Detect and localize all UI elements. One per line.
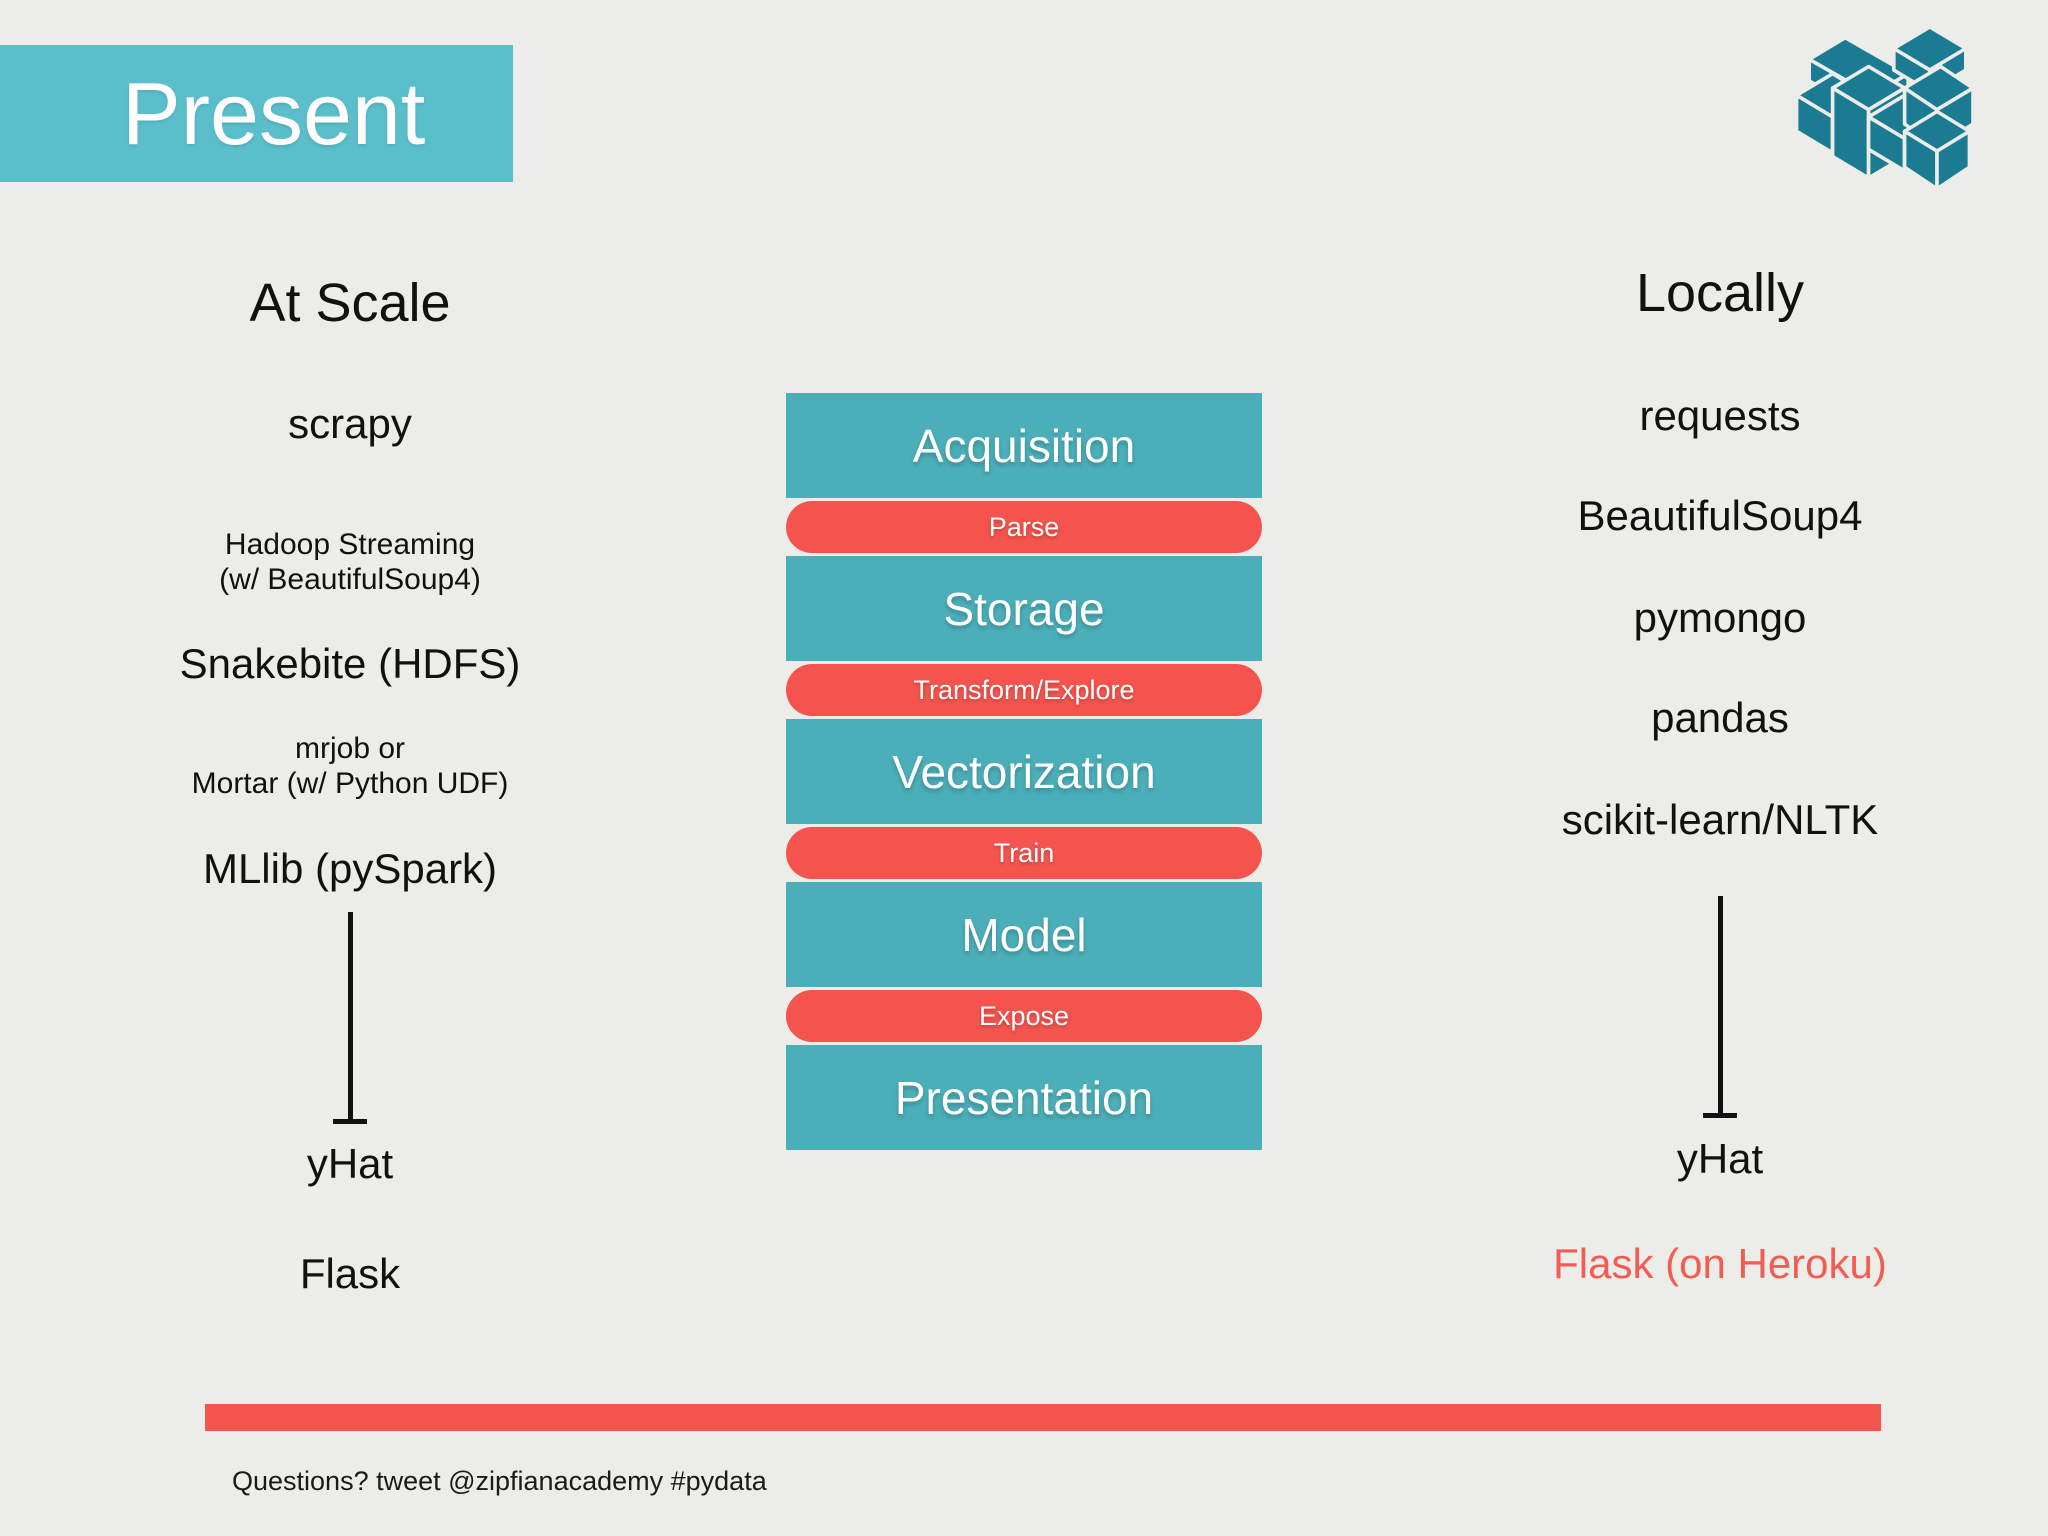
connector-end-tick [333,1119,367,1124]
left-item-mllib: MLlib (pySpark) [202,845,498,892]
column-header-locally: Locally [1635,263,1805,323]
left-item-hadoop-streaming-line2: (w/ BeautifulSoup4) [219,563,481,596]
left-item-scrapy: scrapy [288,400,412,447]
right-item-pymongo: pymongo [1633,594,1807,641]
page-title: Present [122,63,426,163]
right-item-yhat: yHat [1676,1135,1764,1182]
right-item-scikit-learn-nltk: scikit-learn/NLTK [1561,796,1879,843]
right-connector-line [1380,896,2048,1118]
left-item-mortar-line2: Mortar (w/ Python UDF) [191,767,509,800]
connector-vertical-line [1718,896,1723,1118]
pydata-cube-logo-icon [1793,12,1975,202]
pipeline-stage-model: Model [786,882,1262,987]
left-item-yhat: yHat [306,1140,394,1187]
pipeline-diagram: Acquisition Parse Storage Transform/Expl… [786,393,1262,1150]
right-item-requests: requests [1639,392,1801,439]
pipeline-stage-vectorization: Vectorization [786,719,1262,824]
pipeline-stage-storage: Storage [786,556,1262,661]
column-header-at-scale: At Scale [249,273,451,333]
pipeline-stage-expose: Expose [786,990,1262,1042]
right-item-pandas: pandas [1651,694,1789,741]
left-item-flask: Flask [299,1250,401,1297]
pipeline-stage-train: Train [786,827,1262,879]
left-connector-line [0,912,700,1124]
connector-vertical-line [348,912,353,1124]
pipeline-stage-acquisition: Acquisition [786,393,1262,498]
footer-text: Questions? tweet @zipfianacademy #pydata [232,1466,767,1496]
footer-divider-bar [205,1404,1881,1431]
pipeline-stage-presentation: Presentation [786,1045,1262,1150]
connector-end-tick [1703,1113,1737,1118]
pipeline-stage-transform-explore: Transform/Explore [786,664,1262,716]
right-item-beautifulsoup4: BeautifulSoup4 [1577,492,1863,539]
left-item-mrjob-line1: mrjob or [294,732,406,765]
left-item-hadoop-streaming-line1: Hadoop Streaming [224,528,476,561]
right-item-flask-heroku: Flask (on Heroku) [1553,1240,1887,1287]
title-banner: Present [0,45,513,182]
left-item-snakebite: Snakebite (HDFS) [179,640,521,687]
pipeline-stage-parse: Parse [786,501,1262,553]
